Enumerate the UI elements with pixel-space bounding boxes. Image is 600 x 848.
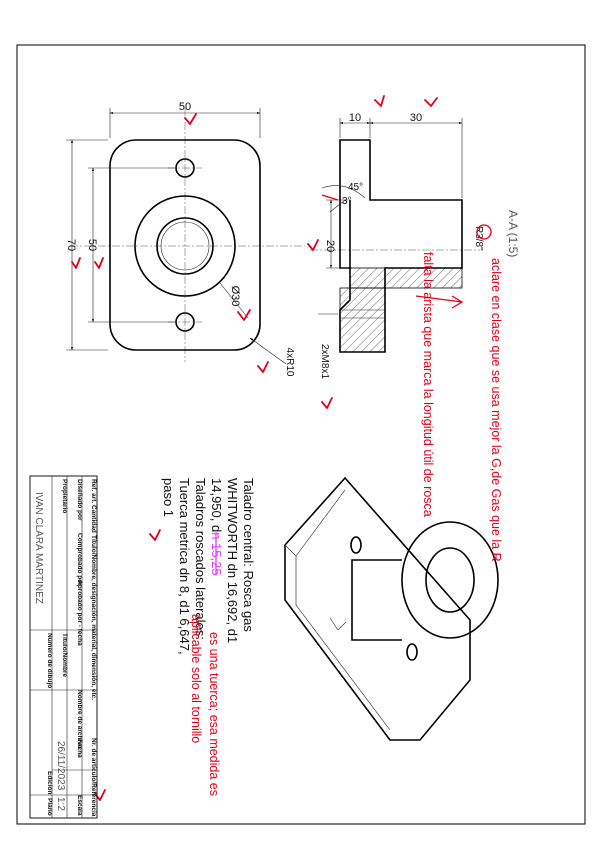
note-line-3-prefix: 14,950, d — [209, 478, 224, 532]
annotation-bolt-only: aplicable solo al tornillo — [189, 614, 203, 743]
dim-height-50: 50 — [86, 239, 98, 251]
note-line-3-struck: n 15,25 — [209, 532, 224, 575]
tb-escala: Escala — [76, 795, 83, 816]
tb-plano: Plano — [46, 798, 53, 816]
tb-disenado-por: Diseñado por — [76, 479, 83, 521]
section-label: A-A (1:5) — [506, 210, 520, 257]
dim-side-thread-m8: 2xM8x1 — [319, 344, 330, 379]
dim-height-70: 70 — [65, 239, 77, 251]
annotation-gas-thread: aclare en clase que se usa mejor la G,de… — [489, 258, 503, 562]
dim-fillet-4xr10: 4xR10 — [284, 348, 295, 377]
tb-fecha: Fecha — [76, 739, 83, 758]
note-line-3: 14,950, dn 15,25 — [209, 478, 224, 576]
dim-angle-45: 45° — [348, 182, 363, 193]
sheet-border — [16, 44, 586, 825]
check-marks — [71, 95, 438, 801]
tb-aprobado-por: Aprobado por - fecha — [76, 580, 83, 646]
tb-cantidad: Cantidad — [90, 505, 97, 533]
title-block — [29, 475, 98, 819]
tb-autor: IVAN CLARA MARTINEZ — [33, 492, 44, 604]
dim-thread-r38: R3/8" — [473, 226, 484, 251]
tb-titulo-nombre-2: Título/Nombre — [61, 633, 68, 677]
note-line-5: Tuerca metrica dn 8, d1 6,647, — [177, 478, 192, 655]
isometric-view — [284, 476, 499, 741]
teacher-annotations: aclare en clase que se usa mejor la G,de… — [189, 252, 503, 796]
note-line-2: WHITWORTH dn 16,692, d1 — [225, 478, 240, 643]
dim-width-50: 50 — [179, 101, 191, 113]
note-line-1: Taladro central: Rosca gas — [241, 478, 256, 632]
annotation-nut-measure: es una tuerca; esa medida es — [207, 632, 221, 796]
dim-flange-10: 10 — [349, 112, 361, 124]
tb-escala-valor: 1:2 — [55, 797, 66, 811]
tb-edicion: Edición — [46, 771, 53, 795]
tb-comprobado-por: Comprobado por — [76, 533, 83, 586]
tb-nombre-archivo: Nombre de archivo — [76, 690, 83, 749]
front-view — [66, 108, 305, 365]
tb-titulo-nombre: Título/Nombre, designación, material, di… — [90, 535, 97, 700]
tb-ref-art: Ref. art. — [90, 479, 97, 503]
section-view — [310, 118, 480, 353]
dim-bore-20: 20 — [324, 240, 336, 252]
tb-fecha-valor: 26/11/2023 — [55, 741, 66, 791]
annotation-missing-edge: falta la arista que marca la longitud út… — [421, 252, 435, 517]
dim-diameter-30: Ø30 — [229, 286, 241, 307]
tb-nr-articulo: Nr. de artículo/Referencia — [90, 738, 97, 817]
note-line-4: Taladros roscados laterales: — [193, 478, 208, 640]
dim-boss-30: 30 — [410, 112, 422, 124]
note-line-6: paso 1 — [161, 478, 176, 517]
dim-angle-3: 3° — [342, 196, 352, 207]
tb-propietario: Propietario — [61, 479, 68, 513]
thread-notes: Taladro central: Rosca gas WHITWORTH dn … — [161, 478, 256, 655]
tb-numero-dibujo: Número de dibujo — [46, 633, 53, 688]
